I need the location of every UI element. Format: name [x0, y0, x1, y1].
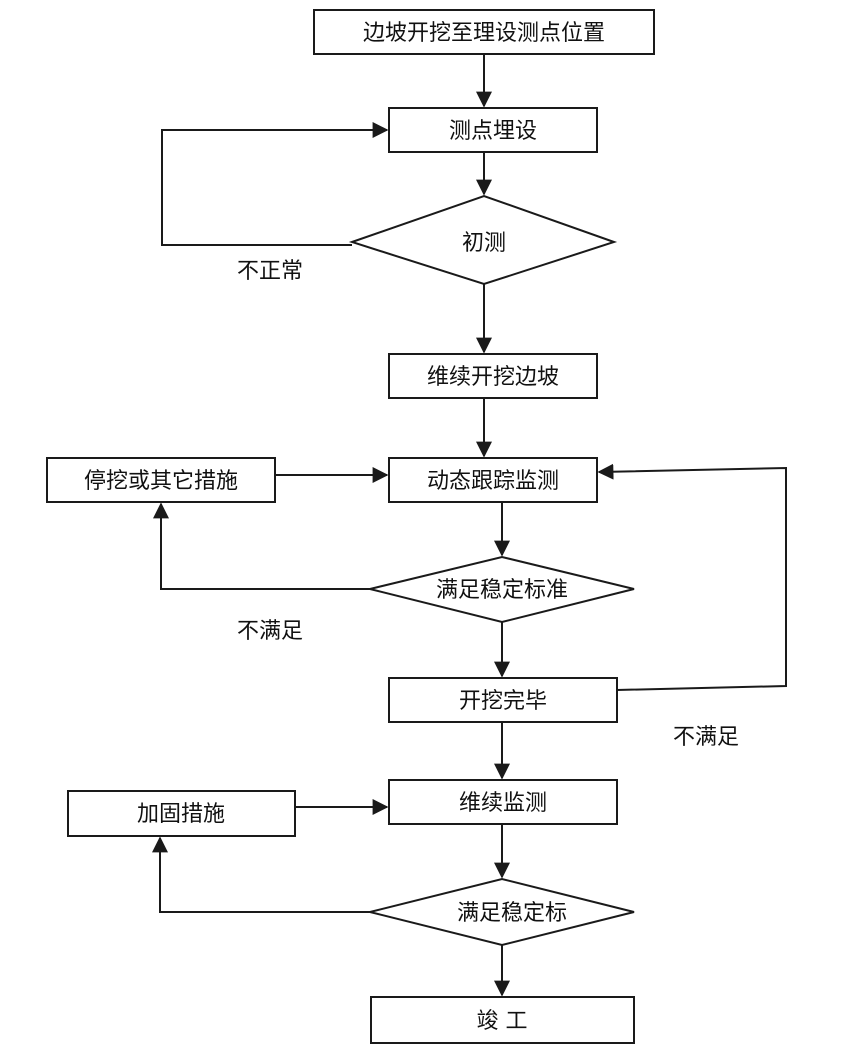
- node-stop-label: 停挖或其它措施: [84, 469, 238, 494]
- decision-meet-standard-2-label: 满足稳定标: [457, 901, 567, 926]
- node-continue-monitor: 维续监测: [388, 779, 618, 825]
- decision-initial: 初测: [348, 194, 618, 286]
- node-install: 测点埋设: [388, 107, 598, 153]
- node-start-label: 边坡开挖至理设测点位置: [363, 21, 605, 46]
- node-start: 边坡开挖至理设测点位置: [313, 9, 655, 55]
- node-continue-excavation: 维续开挖边坡: [388, 353, 598, 399]
- node-continue-monitor-label: 维续监测: [459, 791, 547, 816]
- decision-meet-standard-1: 满足稳定标准: [369, 555, 635, 624]
- node-excavation-done-label: 开挖完毕: [459, 689, 547, 714]
- decision-initial-label: 初测: [462, 231, 506, 256]
- label-abnormal: 不正常: [237, 259, 303, 284]
- node-complete: 竣 工: [370, 996, 635, 1044]
- node-complete-label: 竣 工: [477, 1009, 528, 1034]
- edge-standard-1-not-met: [153, 502, 370, 590]
- label-not-met-1: 不满足: [237, 619, 303, 644]
- decision-meet-standard-2: 满足稳定标: [369, 877, 635, 947]
- node-excavation-done: 开挖完毕: [388, 677, 618, 723]
- edge-done-back-to-monitor: [597, 463, 787, 691]
- node-reinforce: 加固措施: [67, 790, 296, 837]
- node-install-label: 测点埋设: [449, 119, 537, 144]
- node-continue-excavation-label: 维续开挖边坡: [427, 365, 559, 390]
- node-reinforce-label: 加固措施: [137, 802, 225, 827]
- node-dynamic-monitor: 动态跟踪监测: [388, 457, 598, 503]
- edge-standard-2-not-met: [152, 836, 370, 913]
- node-stop: 停挖或其它措施: [46, 457, 276, 503]
- label-not-met-2: 不满足: [673, 725, 739, 750]
- decision-meet-standard-1-label: 满足稳定标准: [436, 578, 568, 603]
- edge-initial-abnormal-loop: [161, 122, 389, 246]
- node-dynamic-monitor-label: 动态跟踪监测: [427, 469, 559, 494]
